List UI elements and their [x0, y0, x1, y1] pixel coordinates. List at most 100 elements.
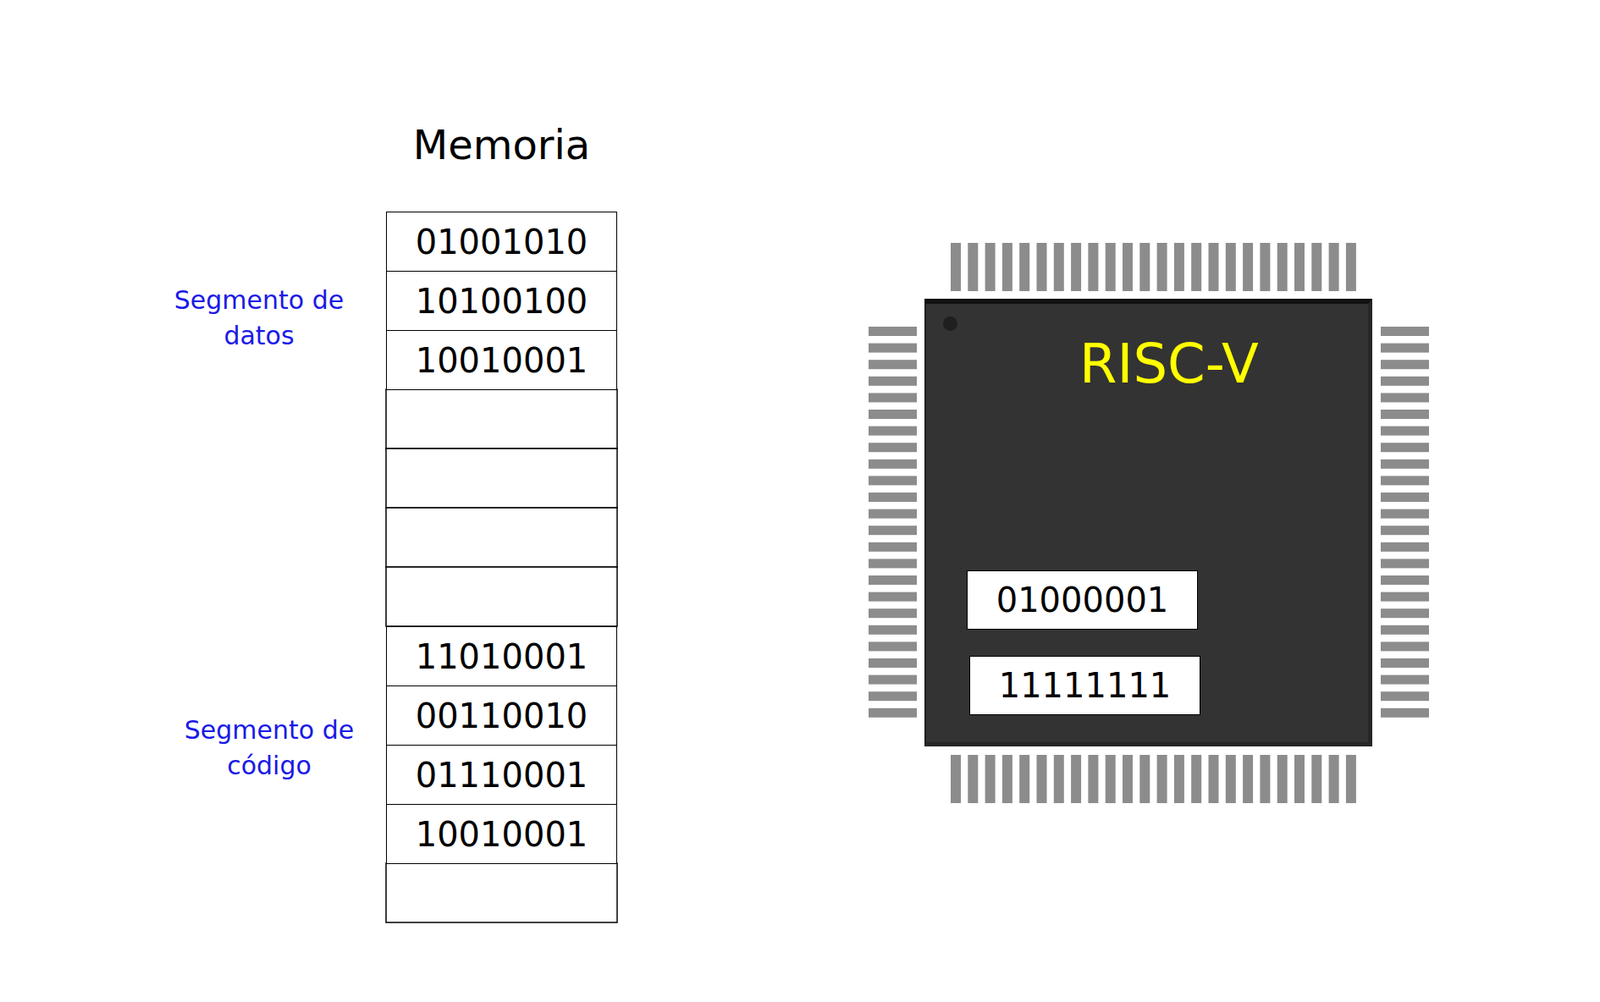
chip-pin [868, 326, 917, 337]
chip-pin [868, 641, 917, 652]
memory-cell: 11010001 [386, 626, 618, 687]
chip-pin [1311, 755, 1322, 804]
chip-pin [1225, 242, 1236, 292]
chip-pin [1380, 459, 1429, 469]
chip-pin [868, 525, 917, 536]
chip-pin [1277, 242, 1288, 292]
memory-cell: 01001010 [386, 211, 618, 272]
chip-pin [1380, 343, 1429, 354]
chip-pin [967, 755, 978, 804]
chip-pin [1380, 426, 1429, 436]
chip-pin [1070, 242, 1082, 292]
memory-cell [386, 389, 618, 449]
chip-pin [1002, 242, 1013, 292]
chip-pin [950, 242, 961, 292]
chip-pin [1242, 242, 1253, 292]
chip-pin [1380, 475, 1429, 486]
chip-pin [1002, 755, 1013, 804]
chip-pin [1242, 755, 1253, 804]
chip-pin [1329, 242, 1340, 292]
binary-value: 01110001 [415, 755, 589, 796]
chip-pin [1053, 242, 1065, 292]
chip-pin [1380, 558, 1429, 569]
chip-pin [868, 708, 917, 718]
memory-cell: 01110001 [386, 744, 618, 806]
empty-memory-cells [386, 389, 618, 923]
chip-pin [868, 442, 917, 453]
chip-pin [868, 542, 917, 552]
cpu-chip: RISC-V0100000111111111 [924, 298, 1373, 747]
chip-pin [868, 558, 917, 569]
chip-pin [868, 658, 917, 668]
chip-pin [1380, 542, 1429, 552]
chip-pin [868, 592, 917, 602]
chip-pin [1329, 755, 1340, 804]
binary-value: 11111111 [998, 665, 1172, 707]
chip-pin [1174, 755, 1185, 804]
chip-pin [1139, 242, 1150, 292]
binary-value: 10010001 [415, 814, 589, 856]
binary-value: 00110010 [415, 695, 589, 737]
chip-pin [868, 376, 917, 387]
chip-pin [1105, 242, 1116, 292]
chip-pin [868, 459, 917, 469]
chip-pin [1346, 755, 1357, 804]
chip-pin [1070, 755, 1082, 804]
memory-cell [386, 507, 618, 568]
chip-pin [868, 492, 917, 503]
segment-label: Segmento de código [159, 712, 380, 784]
chip-pin [950, 755, 961, 804]
chip-pin [1208, 755, 1220, 804]
memory-cell: 10100100 [386, 270, 618, 332]
chip-pin [1191, 242, 1202, 292]
memory-column: Memoria010010101010010010010001110100010… [386, 211, 618, 923]
chip-pin [1174, 242, 1185, 292]
chip-pin [1380, 392, 1429, 403]
chip-pins [868, 242, 1429, 804]
chip-pin [868, 575, 917, 585]
chip-pin [1037, 242, 1048, 292]
chip-pin [1019, 242, 1030, 292]
chip-pin [1037, 755, 1048, 804]
chip-pin [1380, 708, 1429, 718]
chip-pin [985, 242, 996, 292]
chip-pin [868, 343, 917, 354]
memory-cell [386, 567, 618, 627]
chip-pin [868, 608, 917, 618]
chip-pin [1294, 755, 1305, 804]
chip-pin [1311, 242, 1322, 292]
chip-pin [1087, 755, 1098, 804]
chip-pin [1380, 409, 1429, 420]
chip-pin [1122, 242, 1133, 292]
chip-pin [1380, 575, 1429, 585]
chip-pin [868, 675, 917, 685]
chip-pin [1380, 608, 1429, 618]
chip-pin [1259, 242, 1270, 292]
chip-pin [868, 509, 917, 519]
chip-pin [1380, 525, 1429, 536]
chip-name: RISC-V [948, 331, 1391, 397]
chip-pin [1053, 755, 1065, 804]
chip-pin [1380, 658, 1429, 668]
chip-pin [868, 359, 917, 370]
chip-pin [985, 755, 996, 804]
memory-cell: 10010001 [386, 330, 618, 391]
chip-pin [1380, 691, 1429, 701]
chip-pin [868, 426, 917, 436]
chip-pin [1380, 326, 1429, 337]
chip-pin [868, 475, 917, 486]
memory-cell: 10010001 [386, 804, 618, 865]
chip-pin [1105, 755, 1116, 804]
chip-pin [1259, 755, 1270, 804]
chip-pin [868, 409, 917, 420]
chip-pin [1380, 359, 1429, 370]
chip-pin [1157, 755, 1168, 804]
chip-pin [1191, 755, 1202, 804]
chip-pin [868, 691, 917, 701]
chip-pin [967, 242, 978, 292]
chip-pin [1380, 625, 1429, 635]
chip-pin [868, 625, 917, 635]
chip-pin [1122, 755, 1133, 804]
binary-value: 01001010 [415, 221, 589, 263]
memory-cell [386, 863, 618, 923]
